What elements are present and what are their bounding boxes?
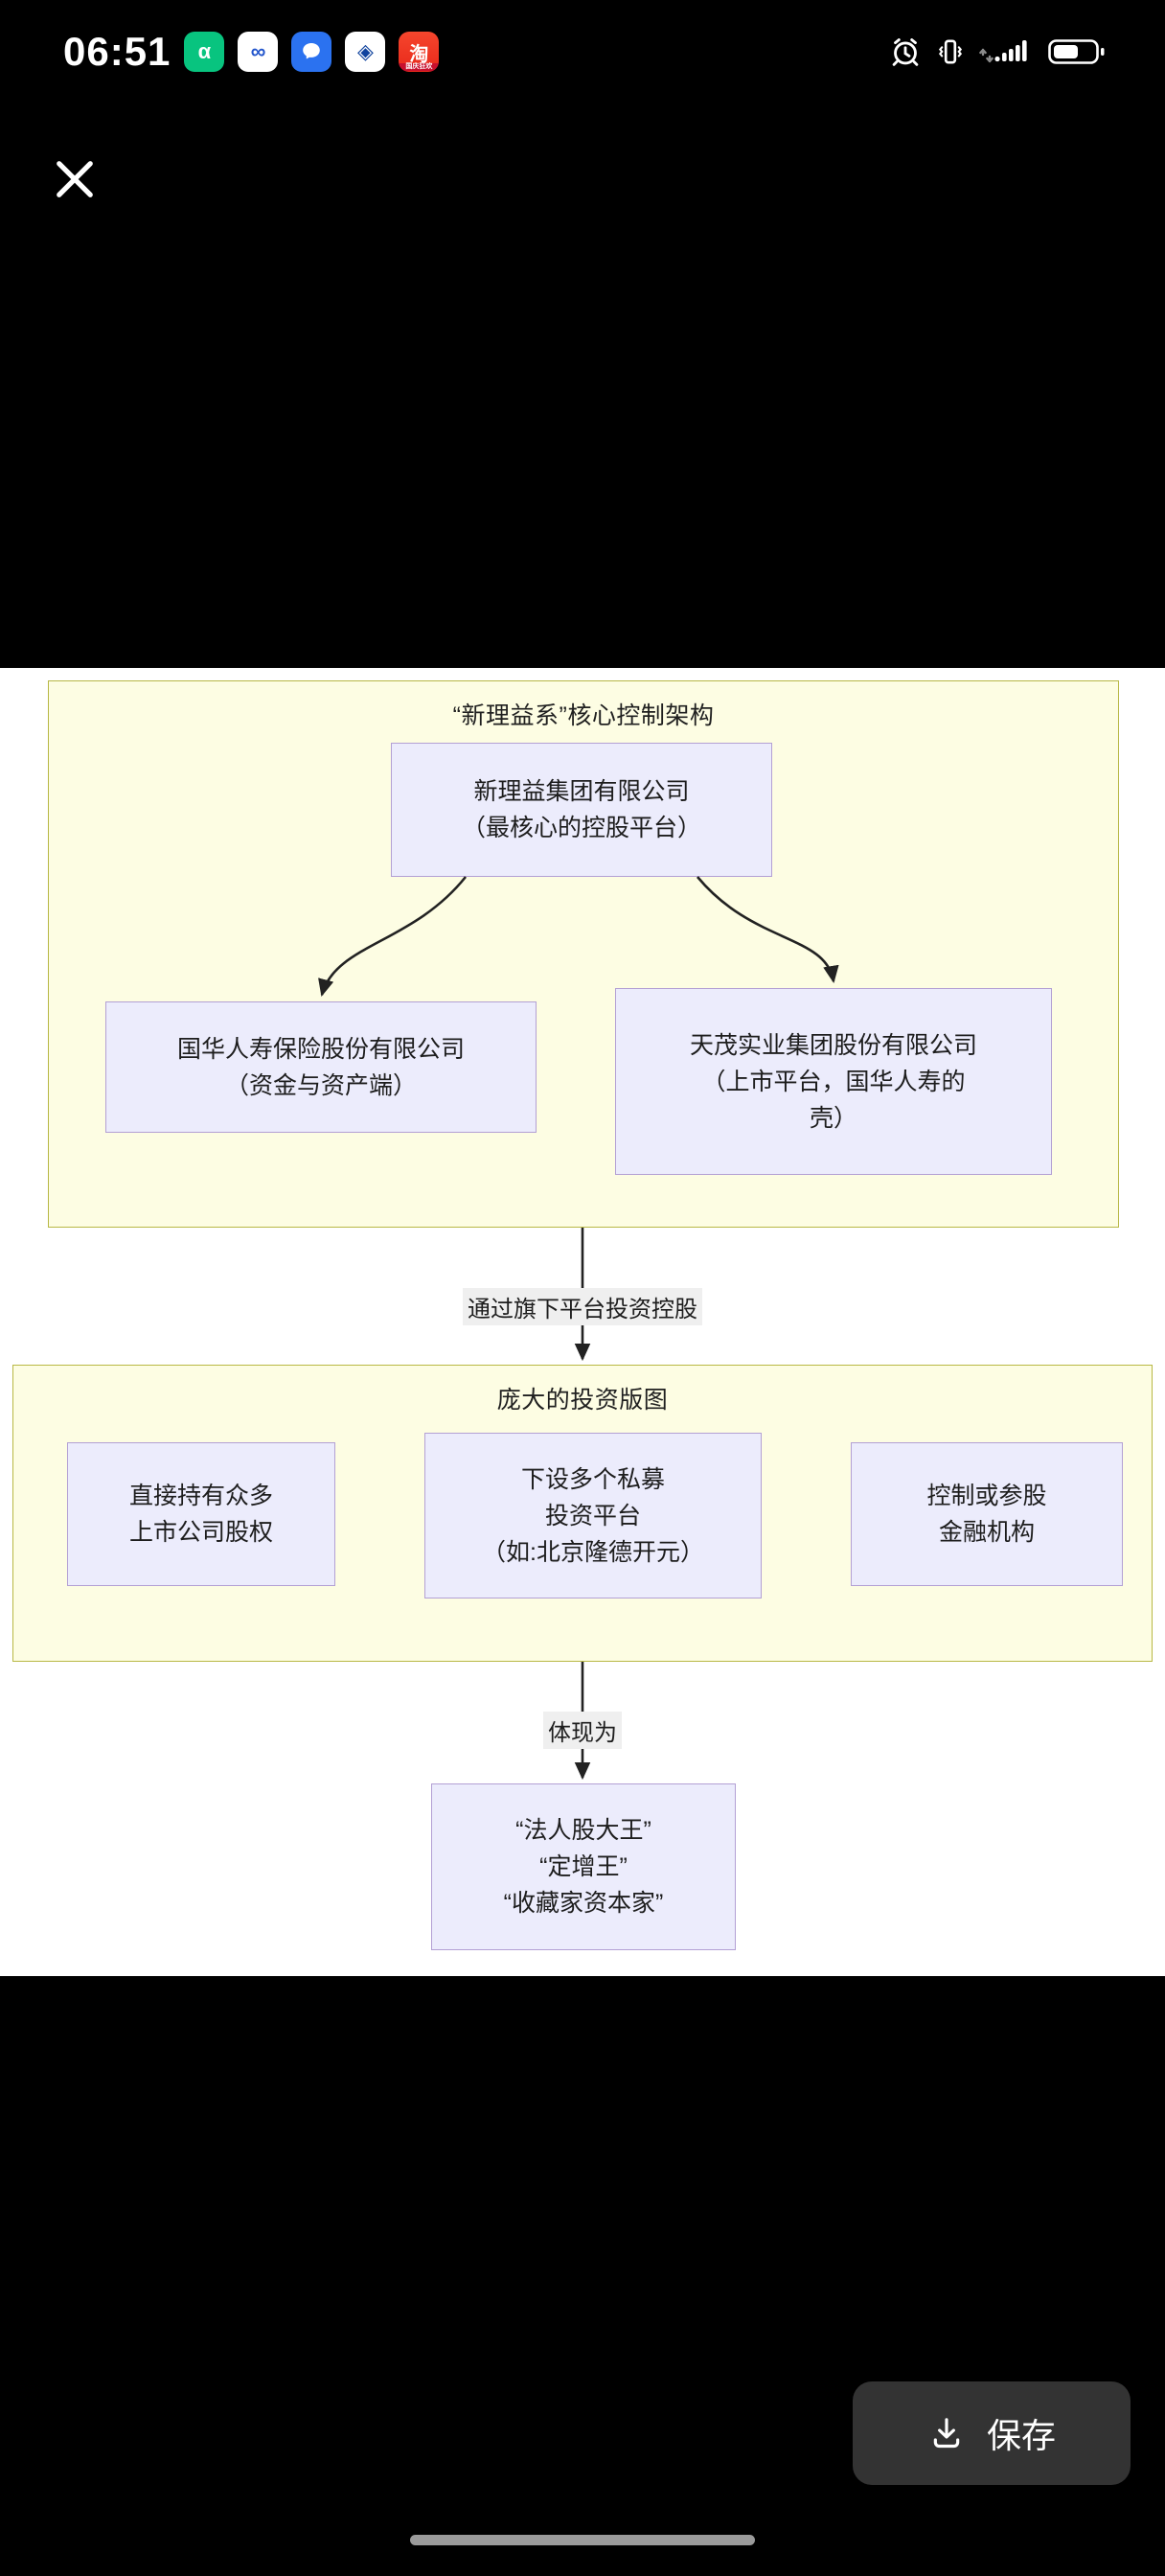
- close-button[interactable]: [44, 149, 105, 210]
- node-line: （上市平台，国华人寿的: [701, 1068, 966, 1095]
- app-icon-taobao-glyph: 淘: [409, 43, 429, 65]
- node-line: 天茂实业集团股份有限公司: [689, 1031, 977, 1059]
- app-icon-taobao[interactable]: 淘 国庆狂欢: [399, 32, 440, 72]
- node-private-fund-platforms[interactable]: 下设多个私募 投资平台 （如:北京隆德开元）: [424, 1433, 762, 1598]
- node-financial-institutions[interactable]: 控制或参股 金融机构: [851, 1442, 1123, 1586]
- node-line: （如:北京隆德开元）: [482, 1538, 704, 1566]
- status-clock: 06:51: [63, 29, 171, 74]
- app-icon-green-glyph: α: [197, 39, 212, 63]
- vibrate-icon: [938, 39, 963, 64]
- node-line: “定增王”: [539, 1853, 628, 1880]
- node-direct-equity-holdings[interactable]: 直接持有众多 上市公司股权: [67, 1442, 335, 1586]
- edge-label-invest-via-platforms: 通过旗下平台投资控股: [463, 1288, 702, 1325]
- edge-label-manifested-as: 体现为: [543, 1712, 622, 1749]
- node-line: “收藏家资本家”: [503, 1890, 664, 1917]
- node-line: 新理益集团有限公司: [473, 778, 690, 805]
- node-line: （资金与资产端）: [224, 1071, 417, 1099]
- node-line: 投资平台: [544, 1502, 641, 1530]
- node-line: 壳）: [809, 1104, 857, 1132]
- node-xinliyi-group[interactable]: 新理益集团有限公司 （最核心的控股平台）: [391, 743, 772, 877]
- node-tianmao-industrial[interactable]: 天茂实业集团股份有限公司 （上市平台，国华人寿的 壳）: [615, 988, 1052, 1175]
- home-indicator[interactable]: [410, 2535, 755, 2545]
- node-guohua-life[interactable]: 国华人寿保险股份有限公司 （资金与资产端）: [105, 1001, 537, 1133]
- node-nicknames[interactable]: “法人股大王” “定增王” “收藏家资本家”: [431, 1783, 736, 1950]
- battery-icon: [1048, 39, 1105, 64]
- node-line: 直接持有众多: [128, 1483, 273, 1509]
- section-title: “新理益系”核心控制架构: [452, 702, 715, 729]
- app-icon-green[interactable]: α: [184, 32, 225, 72]
- app-icon-white-loop[interactable]: ∞: [238, 32, 279, 72]
- node-line: “法人股大王”: [515, 1817, 651, 1844]
- app-icon-bank[interactable]: ◈: [345, 32, 386, 72]
- status-bar: 06:51 α ∞ ◈ 淘 国庆狂欢: [0, 0, 1165, 104]
- save-button[interactable]: 保存: [853, 2381, 1131, 2485]
- app-icon-white-loop-glyph: ∞: [250, 39, 266, 63]
- message-bubble-icon: [303, 43, 321, 59]
- node-line: 国华人寿保险股份有限公司: [176, 1035, 465, 1063]
- node-line: 控制或参股: [926, 1483, 1047, 1509]
- alarm-icon: [892, 38, 919, 66]
- app-icon-message[interactable]: [291, 32, 332, 72]
- node-line: （最核心的控股平台）: [461, 815, 701, 841]
- status-bar-left: 06:51 α ∞ ◈ 淘 国庆狂欢: [63, 29, 440, 74]
- download-icon: [933, 2418, 960, 2449]
- node-line: 金融机构: [938, 1519, 1035, 1546]
- status-bar-right: [889, 35, 1106, 68]
- app-icon-taobao-badge: 国庆狂欢: [399, 63, 440, 71]
- close-icon: [57, 161, 93, 197]
- signal-icon: [979, 40, 1027, 63]
- node-line: 下设多个私募: [520, 1465, 665, 1493]
- node-line: 上市公司股权: [128, 1519, 273, 1546]
- section-title: 庞大的投资版图: [496, 1387, 669, 1414]
- app-icon-bank-glyph: ◈: [356, 39, 374, 63]
- save-button-label: 保存: [986, 2416, 1056, 2455]
